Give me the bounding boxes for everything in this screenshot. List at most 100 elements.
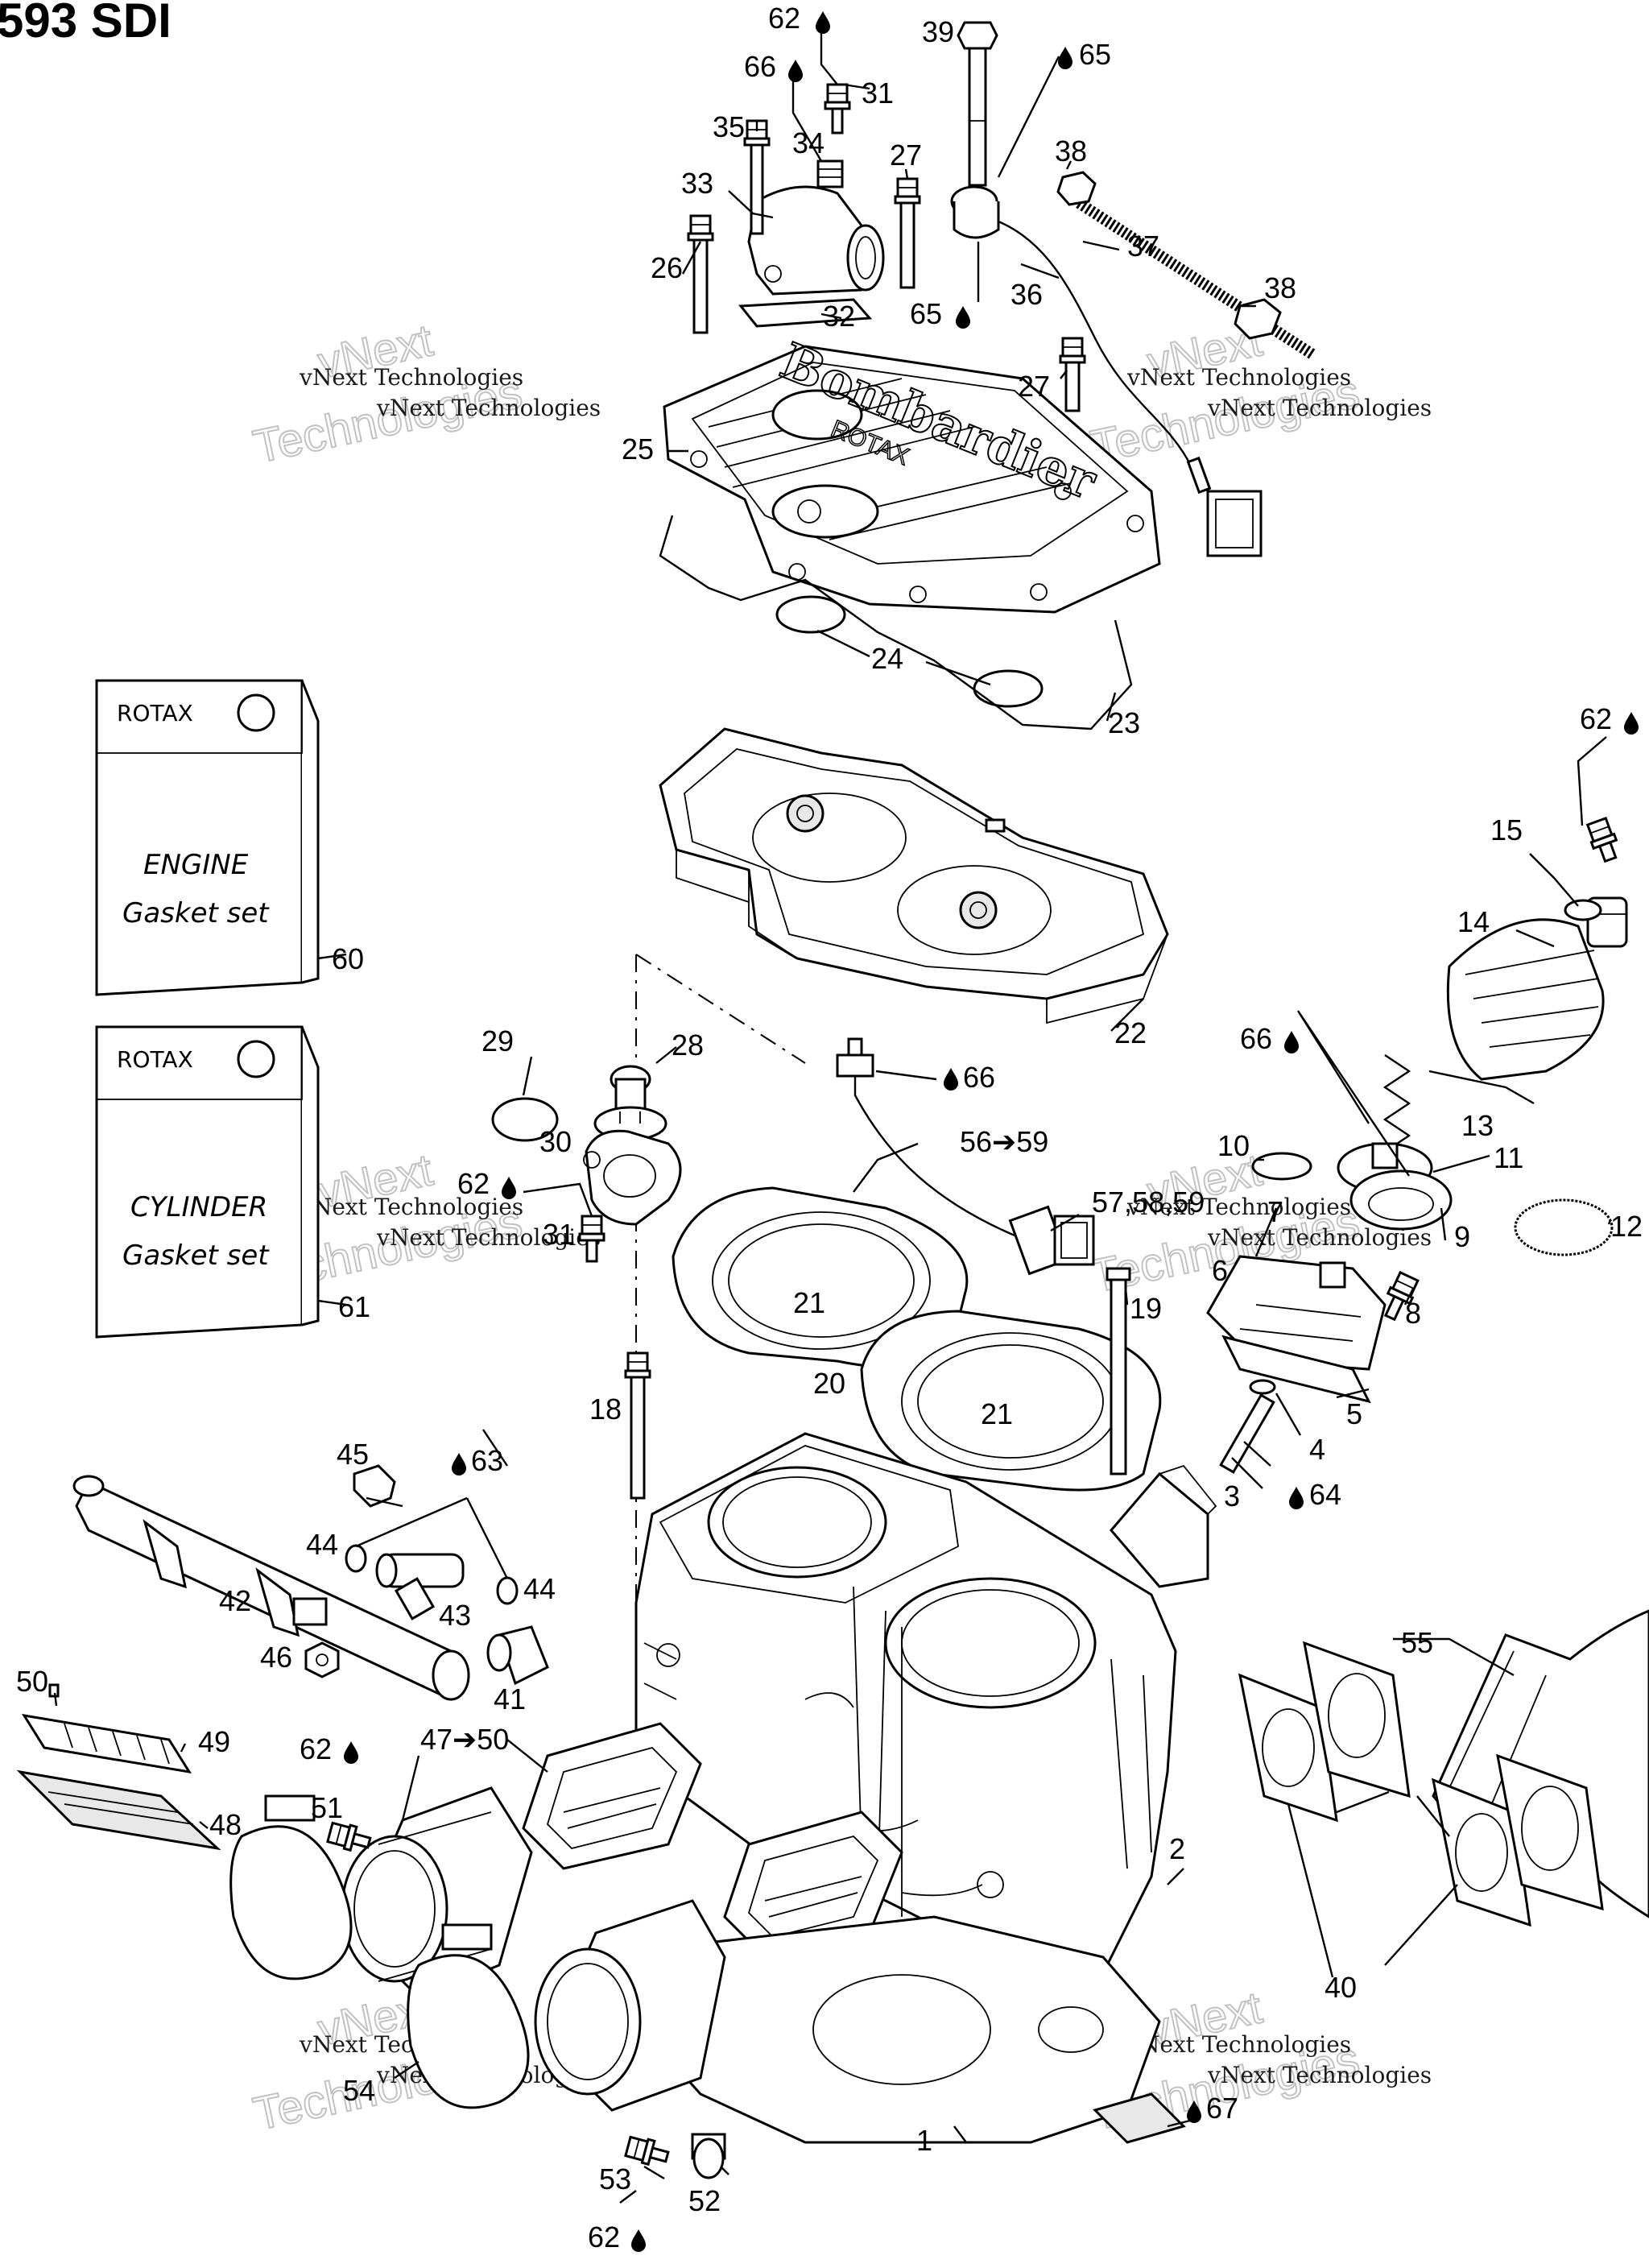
callout-65a: 65 [1079,38,1111,71]
part-15-oring [1564,899,1602,921]
callout-48: 48 [209,1808,242,1841]
part-51-screw [325,1819,372,1852]
part-19-stud [1106,1267,1131,1475]
callout-51: 51 [311,1791,343,1824]
watermark-text-11: vNext Technologies [1126,2031,1351,2058]
callout-10: 10 [1217,1129,1250,1162]
part-30-thermostat-cover [583,1129,682,1226]
part-38-clip-a [1056,171,1097,206]
part-21-head-gasket-a [672,1186,969,1369]
diagram-title: 593 SDI [0,0,172,48]
callout-19: 19 [1130,1292,1162,1325]
part-5-gasket [1221,1335,1371,1404]
part-24-oring-a [775,595,846,634]
callout-26: 26 [651,251,683,284]
callout-55: 55 [1401,1626,1433,1659]
gasket-kit-60: ROTAX ENGINE Gasket set [95,679,320,996]
callout-labels: 62 66 31 39 65 35 34 27 38 33 37 26 32 6… [16,2,1643,2254]
callout-1: 1 [916,2124,932,2157]
callout-43: 43 [439,1599,471,1632]
callout-41: 41 [494,1682,526,1715]
callout-2: 2 [1169,1832,1185,1865]
part-40-exhaust-gasket-a [1238,1673,1338,1823]
callout-8: 8 [1405,1297,1421,1330]
part-10-oring [1251,1152,1312,1181]
callout-21a: 21 [793,1286,825,1319]
watermark-text-2: vNext Technologies [376,395,601,421]
callout-56: 56➔59 [960,1125,1048,1158]
part-8-screw [1383,1270,1422,1322]
part-49-reed-petal [21,1713,192,1774]
callout-12: 12 [1610,1210,1643,1243]
callout-31a: 31 [862,77,894,110]
callout-30: 30 [539,1125,572,1158]
part-40-exhaust-gasket-d [1496,1753,1604,1911]
callout-66c: 66 [1240,1022,1272,1055]
part-14-valve-cover [1446,918,1605,1081]
part-2-cylinder [634,1432,1177,1975]
part-32-gasket [738,298,873,328]
part-4-ring [1249,1379,1276,1395]
part-45-clip [353,1464,396,1508]
callout-7: 7 [1267,1195,1283,1228]
watermark-text-6: vNext Technologies [376,1224,601,1251]
callout-15: 15 [1490,813,1523,846]
part-35-bolt [743,119,771,235]
part-27-bolt-b [1059,337,1086,412]
callout-33: 33 [681,167,713,200]
callout-38b: 38 [1264,271,1296,304]
callout-62d: 62 [300,1732,332,1765]
callout-62c: 62 [457,1167,490,1200]
callout-3: 3 [1224,1480,1240,1513]
callout-36: 36 [1010,278,1043,311]
part-40-exhaust-gasket-c [1431,1778,1531,1927]
callout-4: 4 [1309,1433,1325,1466]
callout-62b: 62 [1580,702,1612,735]
part-18-stud [624,1351,651,1500]
callout-27b: 27 [1018,370,1050,403]
part-44-oring-a [345,1544,367,1573]
part-50-screw [48,1683,60,1698]
callout-67: 67 [1206,2092,1238,2125]
part-20-gasket [860,1310,1162,1492]
callout-23: 23 [1108,706,1140,739]
callout-37: 37 [1127,230,1159,263]
callout-47: 47➔50 [420,1723,509,1756]
part-42-fuel-rail [72,1475,470,1701]
callout-13: 13 [1461,1109,1494,1142]
part-48-reed-stop [16,1769,221,1851]
callout-31b: 31 [543,1218,575,1251]
part-9-valve-piston [1349,1169,1453,1231]
part-27-bolt-a [894,177,921,289]
watermark-text-5: vNext Technologies [299,1194,523,1220]
part-41-cap [486,1625,549,1686]
callout-61: 61 [338,1290,370,1323]
callout-64: 64 [1309,1478,1341,1511]
callout-21b: 21 [981,1397,1013,1430]
callout-34: 34 [792,126,824,159]
callout-25: 25 [622,432,654,466]
callout-11: 11 [1494,1141,1523,1174]
part-43-injector [375,1553,465,1620]
kit-61-line2: Gasket set [122,1240,270,1272]
callout-66b: 66 [963,1061,995,1094]
part-34-insert [816,159,844,188]
part-54-clamp-b [407,1923,530,2109]
part-29-oring [491,1097,559,1142]
callout-44a: 44 [306,1528,338,1561]
centerline-a [635,954,806,1064]
part-22-cylinder-head [659,727,1169,1024]
part-16-valve-bolt [1584,816,1618,863]
callout-35: 35 [713,110,745,143]
part-26-bolt [687,214,714,334]
part-54-clamp-a [229,1794,353,1980]
callout-46: 46 [260,1641,292,1674]
watermark-text-12: vNext Technologies [1207,2062,1432,2088]
callout-28: 28 [672,1028,704,1062]
watermark-text-1: vNext Technologies [299,364,523,391]
kit-61-line1: CYLINDER [130,1191,267,1223]
part-52-clip [691,2133,726,2179]
callout-57: 57,58,59 [1092,1186,1205,1219]
callout-22: 22 [1114,1016,1147,1049]
watermark-text-3: vNext Technologies [1126,364,1351,391]
